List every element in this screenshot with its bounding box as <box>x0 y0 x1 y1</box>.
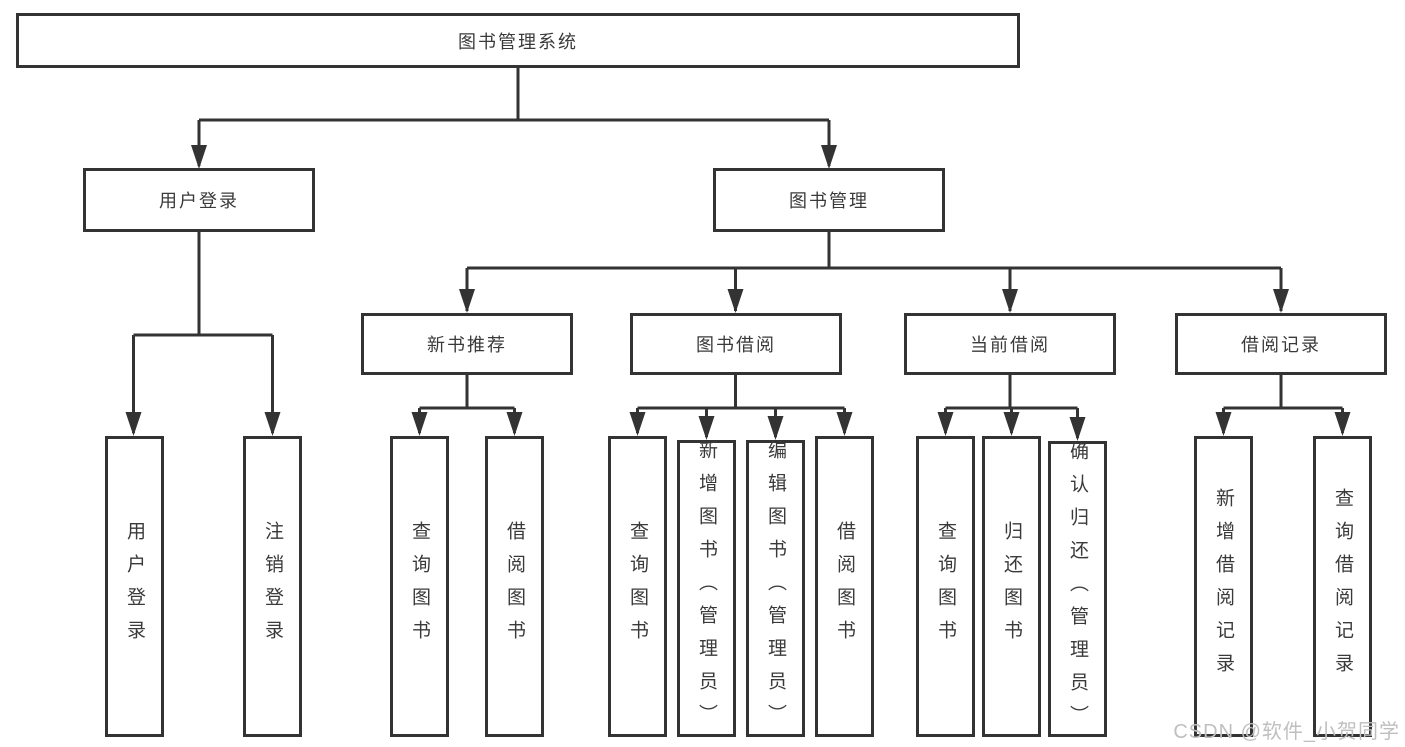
node-new-book-recommend: 新书推荐 <box>361 313 573 375</box>
node-new-book-recommend-label: 新书推荐 <box>427 335 507 355</box>
leaf-records-add: 新增借阅记录 <box>1194 436 1253 737</box>
leaf-borrow-edit-admin-label: 编辑图书（管理员） <box>765 440 786 737</box>
leaf-records-add-label: 新增借阅记录 <box>1213 487 1234 686</box>
node-root-library-system: 图书管理系统 <box>16 13 1020 68</box>
node-current-borrow-label: 当前借阅 <box>970 335 1050 355</box>
leaf-newbooks-query: 查询图书 <box>390 436 449 737</box>
leaf-borrow-book-label: 借阅图书 <box>834 520 855 653</box>
node-borrow-records-label: 借阅记录 <box>1241 335 1321 355</box>
node-user-login-label: 用户登录 <box>159 191 239 211</box>
leaf-borrow-query-label: 查询图书 <box>627 520 648 653</box>
node-book-management: 图书管理 <box>713 168 945 232</box>
node-book-borrow-label: 图书借阅 <box>696 335 776 355</box>
leaf-current-return-label: 归还图书 <box>1001 520 1022 653</box>
leaf-borrow-add-admin: 新增图书（管理员） <box>677 440 736 737</box>
leaf-borrow-book: 借阅图书 <box>815 436 874 737</box>
node-user-login: 用户登录 <box>83 168 315 232</box>
node-book-borrow: 图书借阅 <box>630 313 842 375</box>
node-current-borrow: 当前借阅 <box>904 313 1116 375</box>
leaf-current-return: 归还图书 <box>982 436 1041 737</box>
leaf-newbooks-query-label: 查询图书 <box>409 520 430 653</box>
leaf-current-confirm-return-admin-label: 确认归还（管理员） <box>1067 440 1088 738</box>
node-borrow-records: 借阅记录 <box>1175 313 1387 375</box>
leaf-logout-label: 注销登录 <box>262 520 283 653</box>
node-book-management-label: 图书管理 <box>789 191 869 211</box>
leaf-current-query-label: 查询图书 <box>935 520 956 653</box>
leaf-records-query-label: 查询借阅记录 <box>1332 487 1353 686</box>
leaf-user-login-label: 用户登录 <box>124 520 145 653</box>
leaf-borrow-query: 查询图书 <box>608 436 667 737</box>
leaf-current-query: 查询图书 <box>916 436 975 737</box>
leaf-newbooks-borrow-label: 借阅图书 <box>504 520 525 653</box>
node-root-label: 图书管理系统 <box>458 31 578 52</box>
connector-strokes <box>132 68 1344 438</box>
leaf-borrow-edit-admin: 编辑图书（管理员） <box>746 440 805 737</box>
leaf-newbooks-borrow: 借阅图书 <box>485 436 544 737</box>
leaf-user-login: 用户登录 <box>105 436 164 737</box>
connector-arrowheads <box>125 145 1351 441</box>
csdn-watermark: CSDN @软件_小贺同学 <box>1173 721 1400 743</box>
leaf-logout: 注销登录 <box>243 436 302 737</box>
leaf-borrow-add-admin-label: 新增图书（管理员） <box>696 440 717 737</box>
leaf-records-query: 查询借阅记录 <box>1313 436 1372 737</box>
leaf-current-confirm-return-admin: 确认归还（管理员） <box>1048 440 1107 738</box>
